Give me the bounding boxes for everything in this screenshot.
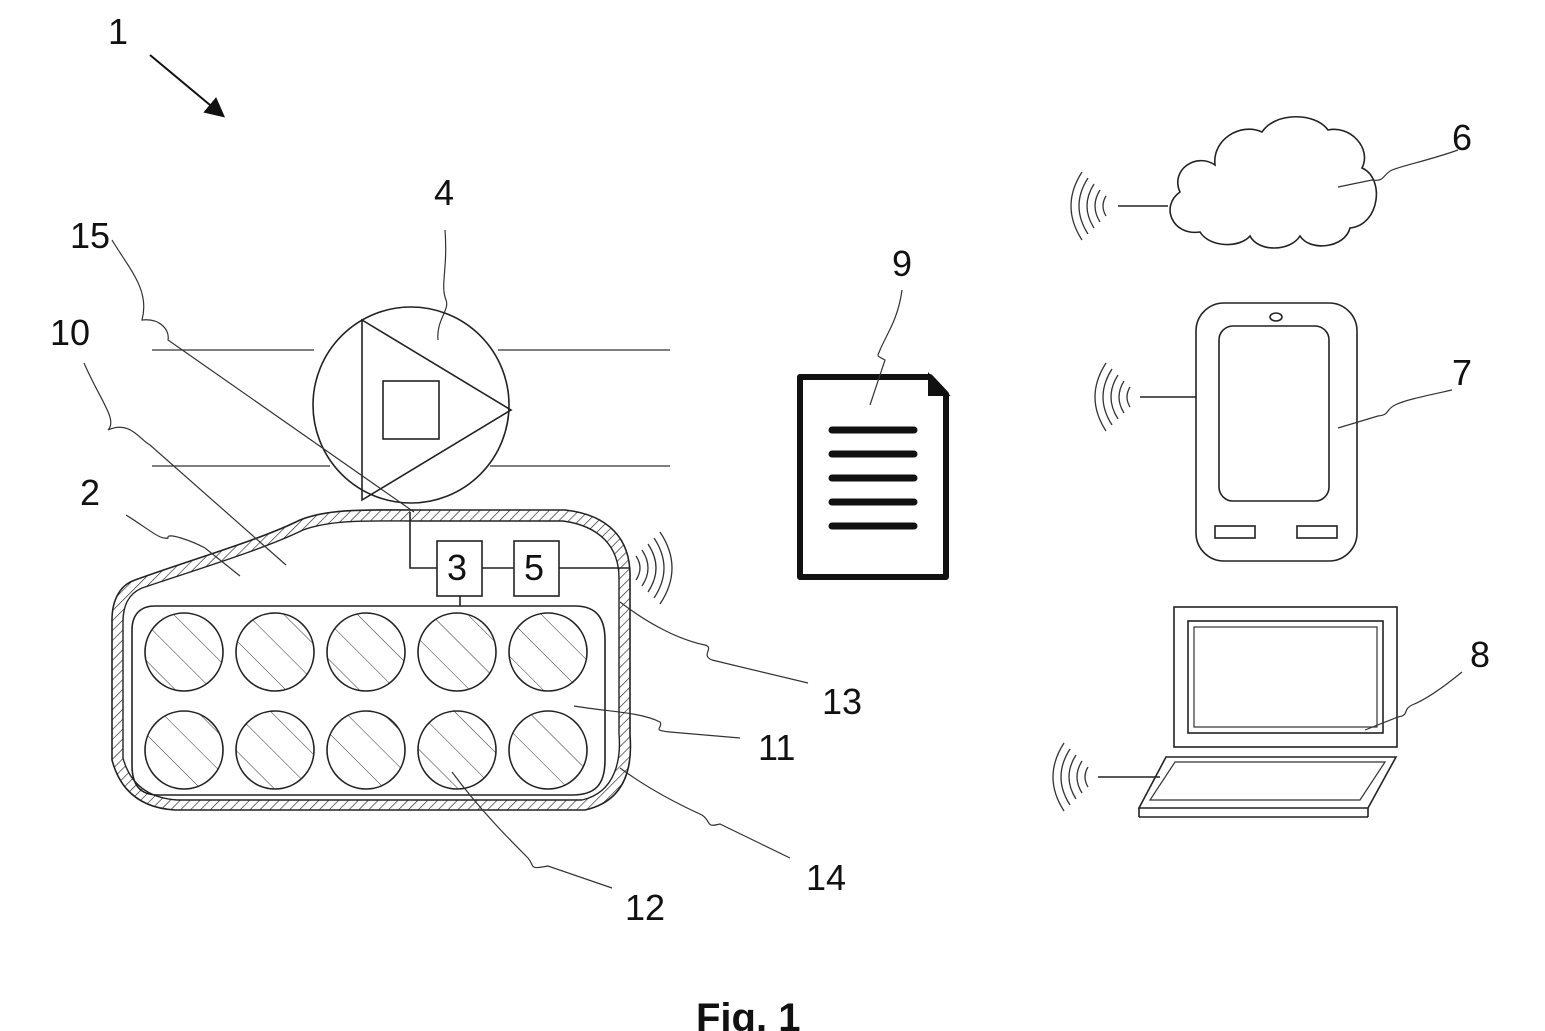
cell [145,711,223,789]
label-11: 11 [758,727,795,768]
leader-6 [1338,150,1458,187]
label-15: 15 [70,215,110,256]
laptop-screen-frame [1188,621,1383,733]
document-icon [800,377,946,577]
cell [145,613,223,691]
leader-14 [620,768,790,858]
leader-8 [1365,672,1462,730]
system-reference: 1 [108,11,222,115]
cloud-icon [1118,117,1376,248]
figure-caption: Fig. 1 [696,996,800,1031]
leader-15 [112,240,414,512]
laptop-lid [1174,607,1397,747]
system-arrow [150,55,222,115]
cell [236,613,314,691]
leader-7 [1338,390,1452,428]
label-7: 7 [1452,352,1472,393]
phone-button-left [1215,526,1255,538]
phone-camera [1270,313,1282,321]
label-2: 2 [80,472,100,513]
label-3: 3 [447,547,467,588]
wireless-icon-phone [1095,363,1130,431]
label-13: 13 [822,681,862,722]
label-1: 1 [108,11,128,52]
label-10: 10 [50,312,90,353]
phone-body [1196,303,1357,561]
leader-13 [620,602,808,683]
cell [418,711,496,789]
label-8: 8 [1470,634,1490,675]
pump-motor-square [383,381,439,439]
label-12: 12 [625,887,665,928]
wireless-icon-module [636,532,672,604]
cell [509,613,587,691]
leader-4 [438,230,447,340]
label-9: 9 [892,243,912,284]
cell [236,711,314,789]
wireless-icon-cloud [1071,172,1106,240]
cell [509,711,587,789]
wireless-icon-laptop [1053,743,1088,811]
cell-row-top [145,613,587,691]
leader-10 [84,363,286,565]
laptop-screen [1194,627,1377,727]
laptop-keyboard [1150,762,1385,800]
cloud-outline [1170,117,1376,248]
phone-button-right [1297,526,1337,538]
cell [327,613,405,691]
pump [313,307,511,503]
label-4: 4 [434,172,454,213]
phone-icon [1140,303,1357,561]
document-fold [930,377,946,394]
phone-screen [1219,326,1329,501]
pump-housing [313,307,509,503]
cell [327,711,405,789]
laptop-icon [1098,607,1397,817]
label-14: 14 [806,857,846,898]
label-6: 6 [1452,117,1472,158]
pipe [152,350,670,466]
label-5: 5 [524,547,544,588]
cell-row-bottom [145,711,587,789]
cell [418,613,496,691]
pump-triangle [362,320,511,500]
